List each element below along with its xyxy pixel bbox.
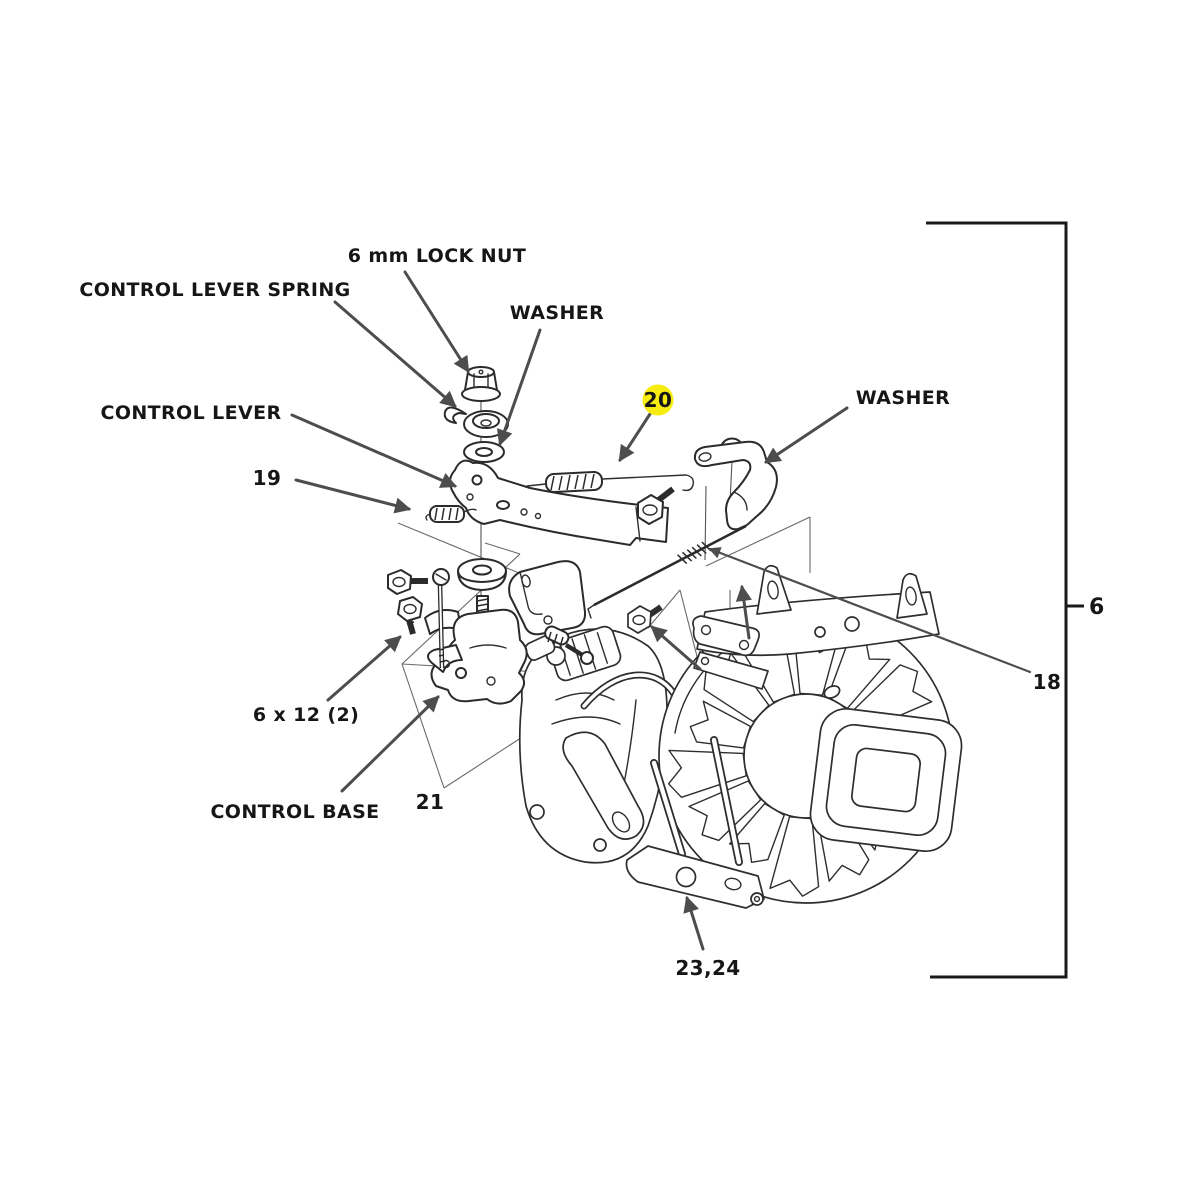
label-group-ref-6: 6: [1089, 595, 1104, 620]
part-pan-screw: [432, 568, 450, 669]
label-washer-right: WASHER: [856, 387, 950, 409]
arrow-6x12: [326, 635, 402, 702]
arrow-18: [708, 547, 1032, 674]
cooling-fin: [689, 700, 752, 749]
rod-coil-tick: [681, 551, 693, 562]
arrow-control-base: [340, 695, 440, 793]
label-ref-21: 21: [416, 790, 445, 814]
lifting-tab-left: [756, 564, 792, 615]
label-bolt-spec: 6 x 12 (2): [253, 704, 359, 726]
engine-mount-bolt: [627, 604, 663, 634]
label-lock-nut: 6 mm LOCK NUT: [348, 245, 526, 267]
lifting-tab-right: [896, 572, 928, 619]
part-washer-upper: [463, 441, 505, 463]
label-ref-19: 19: [253, 466, 282, 490]
part-control-lever: [449, 459, 669, 546]
label-control-lever: CONTROL LEVER: [100, 402, 281, 424]
part-small-spring-screw: [544, 625, 594, 665]
group-bracket: [926, 221, 1084, 979]
arrow-engine-bolt: [650, 625, 702, 671]
part-washer-lower: [457, 558, 507, 591]
part-tension-spring-20: [526, 470, 695, 494]
part-pivot-bolt: [637, 486, 675, 525]
arrow-washer-right: [764, 406, 849, 464]
rod-coil-tick: [686, 549, 697, 560]
rubber-foot: [675, 866, 697, 888]
part-mount-bracket-plate: [508, 560, 587, 636]
cooling-fin: [667, 749, 747, 798]
label-ref-18: 18: [1033, 670, 1062, 694]
rod-coil-tick: [691, 546, 702, 557]
label-ref-20: 20: [644, 388, 673, 412]
callout-labels: 6 mm LOCK NUT CONTROL LEVER SPRING WASHE…: [79, 245, 1104, 980]
label-control-base: CONTROL BASE: [210, 801, 379, 823]
arrow-19: [294, 478, 412, 514]
part-lock-nut: [461, 366, 501, 402]
rod-coil-tick: [677, 554, 688, 565]
cooling-fin: [769, 816, 820, 897]
label-control-lever-spring: CONTROL LEVER SPRING: [79, 279, 350, 301]
arrow-control-lever: [290, 413, 458, 488]
part-throttle-rod-18: [587, 524, 747, 619]
mounting-studs: [650, 736, 743, 866]
bottom-mounting-plate: [625, 845, 765, 909]
highlight-badge-20: [642, 384, 674, 416]
arrow-lock-nut: [403, 270, 470, 373]
engine-assembly-drawing: [518, 564, 963, 909]
part-flange-bolt-lower: [397, 596, 423, 635]
part-cable-bracket: [693, 437, 778, 531]
arrow-23-24: [683, 895, 705, 951]
part-control-base: [427, 608, 528, 705]
label-washer-left: WASHER: [510, 302, 604, 324]
part-flange-bolt-upper: [387, 569, 428, 595]
governor-linkage: [692, 615, 769, 690]
shroud-hole: [823, 685, 841, 699]
arrow-20: [618, 412, 652, 462]
part-control-lever-spring: [443, 406, 509, 438]
arrow-washer-left: [496, 328, 542, 447]
label-ref-23-24: 23,24: [675, 956, 740, 980]
arrow-control-lever-spring: [333, 300, 457, 408]
callout-arrows: [290, 270, 1032, 951]
arrow-bracket-mount: [735, 584, 752, 640]
cooling-fin: [729, 802, 785, 863]
part-return-spring-19: [425, 505, 477, 523]
starter-recess: [809, 707, 963, 853]
governor-arm: [562, 731, 645, 840]
rod-coil-tick: [696, 544, 707, 555]
